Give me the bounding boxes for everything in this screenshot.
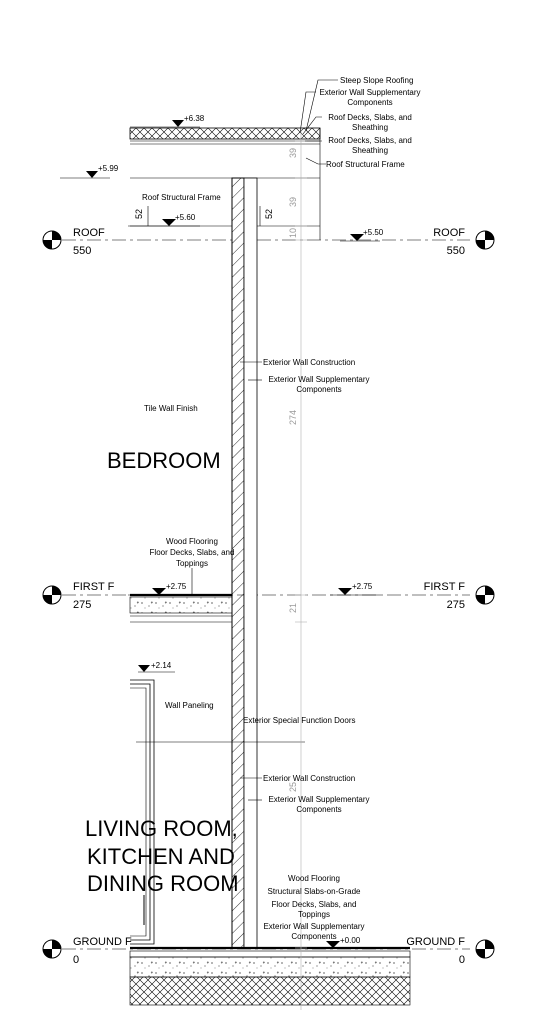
label-ext-wall-construction-upper: Exterior Wall Construction [263, 358, 355, 367]
label-roof-structural-frame-right: Roof Structural Frame [326, 160, 405, 169]
first-floor-slab [129, 593, 233, 623]
label-roof-decks-a-2: Sheathing [352, 123, 388, 132]
level-name-first-left: FIRST F [73, 581, 115, 593]
label-tile-wall-finish: Tile Wall Finish [144, 404, 198, 413]
label-structural-slabs: Structural Slabs-on-Grade [268, 887, 361, 896]
spot-elevation-275-right: +2.75 [352, 582, 373, 591]
dimension-39-b: 39 [288, 197, 298, 207]
label-steep-slope-roofing: Steep Slope Roofing [340, 76, 413, 85]
label-roof-decks-a-1: Roof Decks, Slabs, and [328, 113, 412, 122]
spot-elevation-214: +2.14 [151, 661, 172, 670]
level-name-roof-left: ROOF [73, 227, 105, 239]
spot-elevation-599: +5.99 [98, 164, 119, 173]
label-floor-decks-ground-1: Floor Decks, Slabs, and [272, 900, 357, 909]
label-ext-wall-construction-lower: Exterior Wall Construction [263, 774, 355, 783]
label-ext-wall-supp-upper-1: Exterior Wall Supplementary [268, 375, 369, 384]
label-roof-decks-b-1: Roof Decks, Slabs, and [328, 136, 412, 145]
spot-elevation-leaders [60, 126, 380, 673]
dimension-274: 274 [288, 410, 298, 425]
dimension-21: 21 [288, 603, 298, 613]
dimension-52-left: 52 [134, 209, 144, 219]
level-name-roof-right: ROOF [433, 227, 465, 239]
room-living-line-1: LIVING ROOM, [85, 816, 238, 841]
spot-elevation-638: +6.38 [184, 114, 205, 123]
label-ext-wall-supp-ground-1: Exterior Wall Supplementary [263, 922, 364, 931]
level-marker-first-left [42, 585, 62, 605]
level-marker-ground-right [475, 939, 495, 959]
level-marker-roof-right [475, 230, 495, 250]
level-marker-roof-left [42, 230, 62, 250]
label-wall-paneling: Wall Paneling [165, 701, 214, 710]
level-lines [62, 239, 470, 950]
room-bedroom: BEDROOM [107, 448, 221, 473]
level-value-first-left: 275 [73, 599, 91, 611]
spot-elevation-560: +5.60 [175, 213, 196, 222]
label-ext-wall-supp-top-2: Components [347, 98, 392, 107]
dimension-25: 25 [288, 782, 298, 792]
level-value-ground-right: 0 [459, 954, 465, 966]
label-ext-wall-supp-upper-2: Components [296, 385, 341, 394]
level-marker-first-right [475, 585, 495, 605]
annotation-leaders [191, 79, 338, 801]
label-ext-wall-supp-ground-2: Components [291, 932, 336, 941]
spot-elevation-550: +5.50 [363, 228, 384, 237]
label-ext-wall-supp-top-1: Exterior Wall Supplementary [319, 88, 420, 97]
room-living-line-2: KITCHEN AND [87, 844, 235, 869]
dimension-52-right: 52 [264, 209, 274, 219]
label-floor-decks-first-1: Floor Decks, Slabs, and [150, 548, 235, 557]
exterior-wall [231, 177, 258, 949]
level-value-roof-right: 550 [447, 245, 465, 257]
ground-floor-slab [129, 946, 411, 1006]
label-floor-decks-ground-2: Toppings [298, 910, 330, 919]
level-value-ground-left: 0 [73, 954, 79, 966]
label-floor-decks-first-2: Toppings [176, 559, 208, 568]
room-living-line-3: DINING ROOM [87, 871, 239, 896]
level-name-ground-right: GROUND F [406, 936, 465, 948]
label-wood-flooring-first: Wood Flooring [166, 537, 218, 546]
spot-elevation-275-left: +2.75 [166, 582, 187, 591]
label-ext-special-doors: Exterior Special Function Doors [243, 716, 356, 725]
exterior-door-frame [130, 679, 305, 945]
level-marker-ground-left [42, 939, 62, 959]
spot-elevation-000: +0.00 [340, 936, 361, 945]
dimension-10: 10 [288, 228, 298, 238]
level-value-roof-left: 550 [73, 245, 91, 257]
level-name-first-right: FIRST F [424, 581, 466, 593]
roof-assembly [129, 127, 321, 240]
label-roof-structural-frame-left: Roof Structural Frame [142, 193, 221, 202]
dimension-39-a: 39 [288, 148, 298, 158]
label-ext-wall-supp-lower-1: Exterior Wall Supplementary [268, 795, 369, 804]
label-ext-wall-supp-lower-2: Components [296, 805, 341, 814]
level-name-ground-left: GROUND F [73, 936, 132, 948]
dimension-lines [147, 128, 307, 1010]
level-value-first-right: 275 [447, 599, 465, 611]
spot-elevation-markers [86, 120, 364, 948]
label-wood-flooring-ground: Wood Flooring [288, 874, 340, 883]
label-roof-decks-b-2: Sheathing [352, 146, 388, 155]
